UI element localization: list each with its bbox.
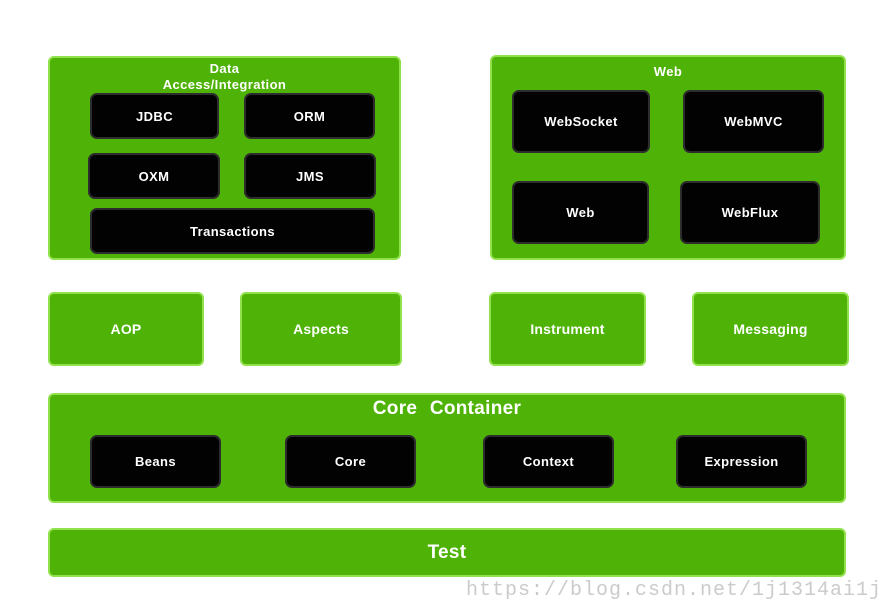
module-jdbc: JDBC — [90, 93, 219, 139]
module-beans: Beans — [90, 435, 221, 488]
module-webmvc: WebMVC — [683, 90, 824, 153]
panel-messaging: Messaging — [692, 292, 849, 366]
panel-test: Test — [48, 528, 846, 577]
module-web: Web — [512, 181, 649, 244]
module-websocket: WebSocket — [512, 90, 650, 153]
panel-instrument-label: Instrument — [530, 321, 605, 337]
panel-aop: AOP — [48, 292, 204, 366]
panel-data-access-integration: Data Access/Integration JDBC ORM OXM JMS… — [48, 56, 401, 260]
panel-aspects: Aspects — [240, 292, 402, 366]
module-jms: JMS — [244, 153, 376, 199]
watermark-url: https://blog.csdn.net/1j1314ai1j — [465, 579, 882, 602]
panel-core-container: Core Container Beans Core Context Expres… — [48, 393, 846, 503]
module-webflux: WebFlux — [680, 181, 820, 244]
panel-web: Web WebSocket WebMVC Web WebFlux — [490, 55, 846, 260]
panel-messaging-label: Messaging — [733, 321, 808, 337]
panel-aspects-label: Aspects — [293, 321, 349, 337]
panel-instrument: Instrument — [489, 292, 646, 366]
module-transactions: Transactions — [90, 208, 375, 254]
module-orm: ORM — [244, 93, 375, 139]
panel-title-web: Web — [653, 64, 683, 79]
module-oxm: OXM — [88, 153, 220, 199]
module-expression: Expression — [676, 435, 807, 488]
panel-title-line1: Data — [209, 61, 240, 76]
panel-aop-label: AOP — [110, 321, 142, 337]
module-context: Context — [483, 435, 614, 488]
module-core: Core — [285, 435, 416, 488]
panel-title-core-container: Core Container — [372, 398, 522, 419]
panel-title-line2: Access/Integration — [162, 77, 287, 92]
panel-test-label: Test — [427, 541, 467, 563]
panel-title-data-access: Data Access/Integration — [50, 61, 399, 93]
